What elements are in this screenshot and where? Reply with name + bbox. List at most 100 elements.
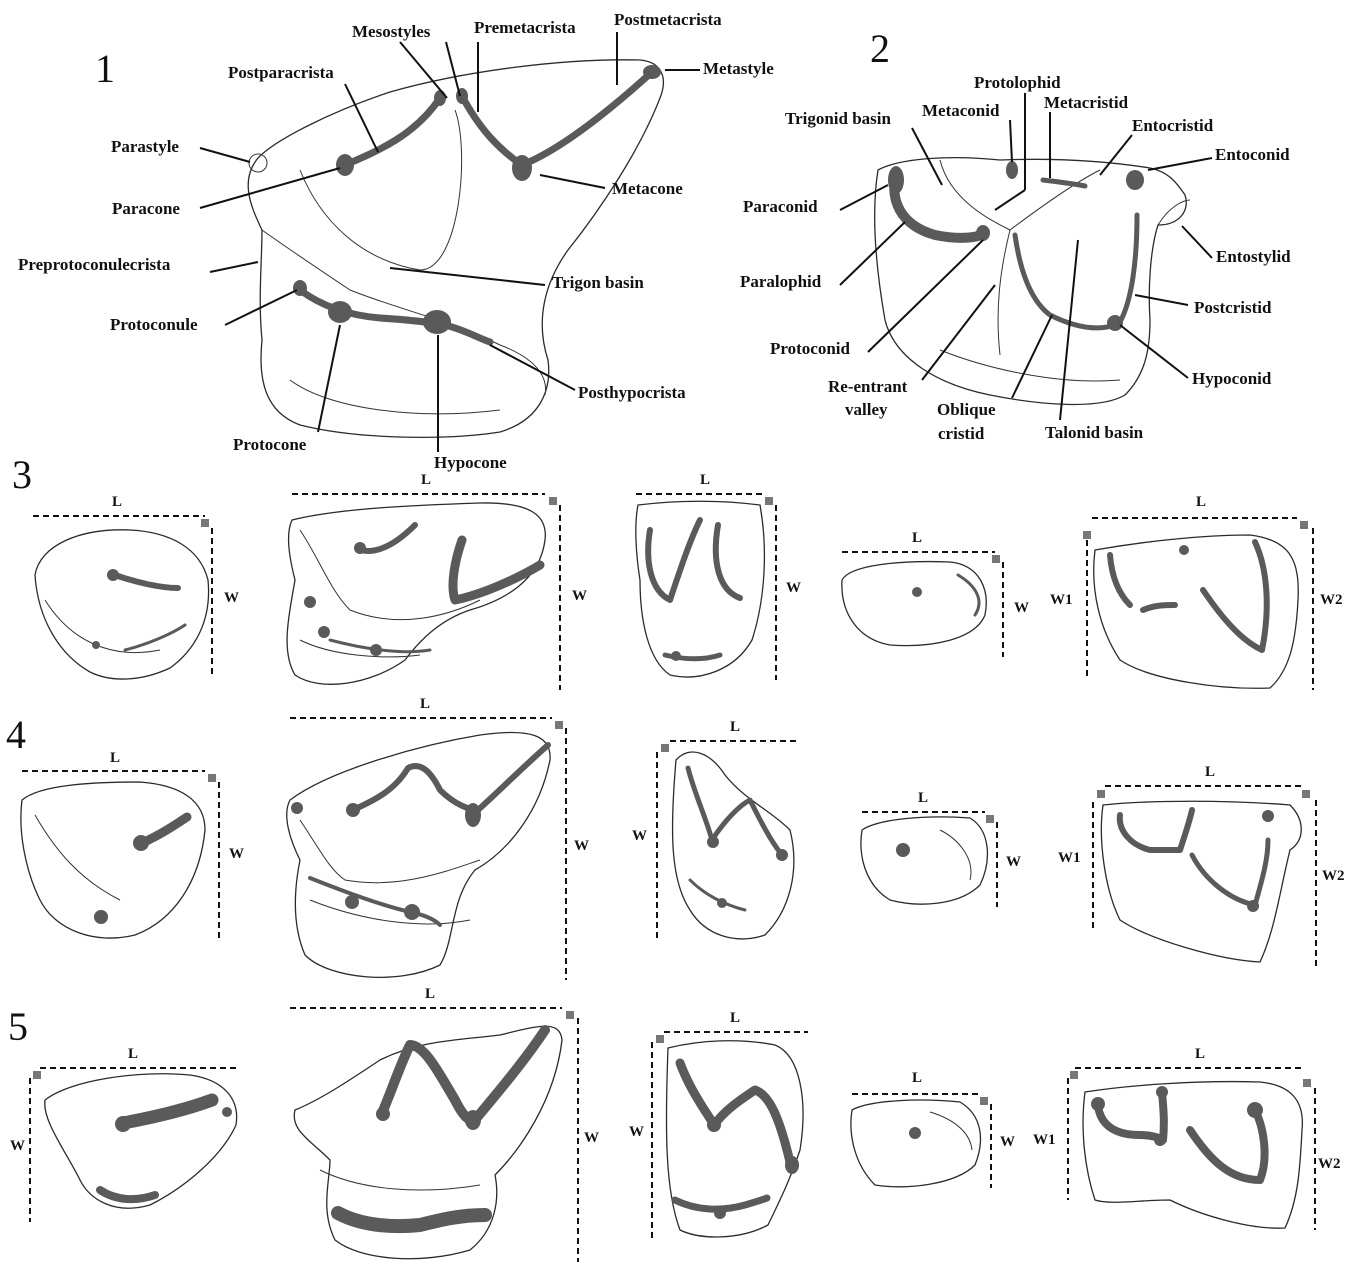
- hypoconid-cusp: [1107, 315, 1123, 331]
- label-postparacrista: Postparacrista: [228, 63, 334, 82]
- dim-l-5-2: L: [425, 986, 435, 1002]
- label-metacone: Metacone: [612, 179, 683, 198]
- label-hypocone: Hypocone: [434, 453, 507, 472]
- figure-number-5: 5: [8, 1004, 28, 1049]
- row5-tooth-3: L W: [629, 1010, 808, 1238]
- dim-w2-4-5: W2: [1322, 868, 1345, 884]
- label-protolophid: Protolophid: [974, 73, 1061, 92]
- label-oblique-cristid-2: cristid: [938, 424, 985, 443]
- dim-w2-3-5: W2: [1320, 592, 1343, 608]
- label-metastyle: Metastyle: [703, 59, 774, 78]
- metastyle-cusp: [643, 65, 661, 79]
- dim-l-4-2: L: [420, 696, 430, 712]
- dim-l-4-5: L: [1205, 764, 1215, 780]
- row4-tooth-4: L W: [861, 790, 1021, 907]
- dim-l-5-1: L: [128, 1046, 138, 1062]
- label-posthypocrista: Posthypocrista: [578, 383, 686, 402]
- row-5-specimens: 5 L W L W: [8, 986, 1341, 1262]
- label-reentrant-valley-1: Re-entrant: [828, 377, 908, 396]
- dim-w1-3-5: W1: [1050, 592, 1073, 608]
- row4-tooth-5: L W1 W2: [1058, 764, 1345, 966]
- dim-w-4-3: W: [632, 828, 647, 844]
- label-premetacrista: Premetacrista: [474, 18, 576, 37]
- dim-l-3-5: L: [1196, 494, 1206, 510]
- dim-w-3-1: W: [224, 590, 239, 606]
- dim-w-4-2: W: [574, 838, 589, 854]
- row3-tooth-1: L W: [33, 494, 239, 679]
- paraconid-cusp: [888, 166, 904, 194]
- dim-w-4-1: W: [229, 846, 244, 862]
- dim-l-3-1: L: [112, 494, 122, 510]
- dim-w-5-2: W: [584, 1130, 599, 1146]
- label-oblique-cristid-1: Oblique: [937, 400, 996, 419]
- dim-l-3-3: L: [700, 472, 710, 488]
- row5-tooth-1: L W: [10, 1046, 240, 1222]
- label-paralophid: Paralophid: [740, 272, 822, 291]
- paracone-cusp: [336, 154, 354, 176]
- panel-1-upper-molar: 1: [18, 10, 774, 472]
- metaconid-cusp: [1006, 161, 1018, 179]
- dim-l-4-1: L: [110, 750, 120, 766]
- row3-tooth-2: L W: [287, 472, 587, 690]
- figure-number-4: 4: [6, 712, 26, 757]
- panel-2-lower-molar: 2 Pr: [740, 26, 1291, 443]
- label-hypoconid: Hypoconid: [1192, 369, 1272, 388]
- label-metacristid: Metacristid: [1044, 93, 1129, 112]
- protocone-cusp: [328, 301, 352, 323]
- label-trigonid-basin: Trigonid basin: [785, 109, 892, 128]
- dim-w-5-4: W: [1000, 1134, 1015, 1150]
- row3-tooth-5: L W1 W2: [1050, 494, 1343, 690]
- protoconid-cusp: [976, 225, 990, 241]
- label-talonid-basin: Talonid basin: [1045, 423, 1144, 442]
- label-postmetacrista: Postmetacrista: [614, 10, 722, 29]
- figure-number-2: 2: [870, 26, 890, 71]
- row-3-specimens: 3 L W: [12, 452, 1343, 690]
- dim-w-4-4: W: [1006, 854, 1021, 870]
- figure-number-3: 3: [12, 452, 32, 497]
- lower-molar-outline: [875, 158, 1187, 405]
- row5-tooth-4: L W: [851, 1070, 1015, 1188]
- dim-w1-4-5: W1: [1058, 850, 1081, 866]
- label-entoconid: Entoconid: [1215, 145, 1290, 164]
- label-paraconid: Paraconid: [743, 197, 818, 216]
- hypocone-cusp: [423, 310, 451, 334]
- label-reentrant-valley-2: valley: [845, 400, 888, 419]
- label-protocone: Protocone: [233, 435, 307, 454]
- dim-w2-5-5: W2: [1318, 1156, 1341, 1172]
- row5-tooth-2: L W: [290, 986, 599, 1262]
- dim-l-5-3: L: [730, 1010, 740, 1026]
- dim-w-5-1: W: [10, 1138, 25, 1154]
- protoconule-cusp: [293, 280, 307, 296]
- label-preprotoconulecrista: Preprotoconulecrista: [18, 255, 171, 274]
- metacone-cusp: [512, 155, 532, 181]
- label-trigon-basin: Trigon basin: [552, 273, 644, 292]
- label-paracone: Paracone: [112, 199, 180, 218]
- mesostyle-cusp-a: [434, 90, 446, 106]
- row5-tooth-5: L W1 W2: [1033, 1046, 1341, 1230]
- row-4-specimens: 4 L W L W: [6, 696, 1345, 980]
- dim-w1-5-5: W1: [1033, 1132, 1056, 1148]
- dim-w-5-3: W: [629, 1124, 644, 1140]
- label-entocristid: Entocristid: [1132, 116, 1214, 135]
- dim-l-4-3: L: [730, 719, 740, 735]
- dim-l-4-4: L: [918, 790, 928, 806]
- dim-w-3-3: W: [786, 580, 801, 596]
- dim-l-5-5: L: [1195, 1046, 1205, 1062]
- figure-number-1: 1: [95, 46, 115, 91]
- label-protoconid: Protoconid: [770, 339, 851, 358]
- row4-tooth-3: L W: [632, 719, 797, 940]
- label-metaconid: Metaconid: [922, 101, 1000, 120]
- label-parastyle: Parastyle: [111, 137, 179, 156]
- label-postcristid: Postcristid: [1194, 298, 1272, 317]
- row4-tooth-1: L W: [21, 750, 244, 942]
- dim-w-3-2: W: [572, 588, 587, 604]
- entoconid-cusp: [1126, 170, 1144, 190]
- dim-l-3-2: L: [421, 472, 431, 488]
- label-entostylid: Entostylid: [1216, 247, 1291, 266]
- label-mesostyles: Mesostyles: [352, 22, 431, 41]
- dim-l-5-4: L: [912, 1070, 922, 1086]
- row3-tooth-3: L W: [636, 472, 801, 680]
- dim-w-3-4: W: [1014, 600, 1029, 616]
